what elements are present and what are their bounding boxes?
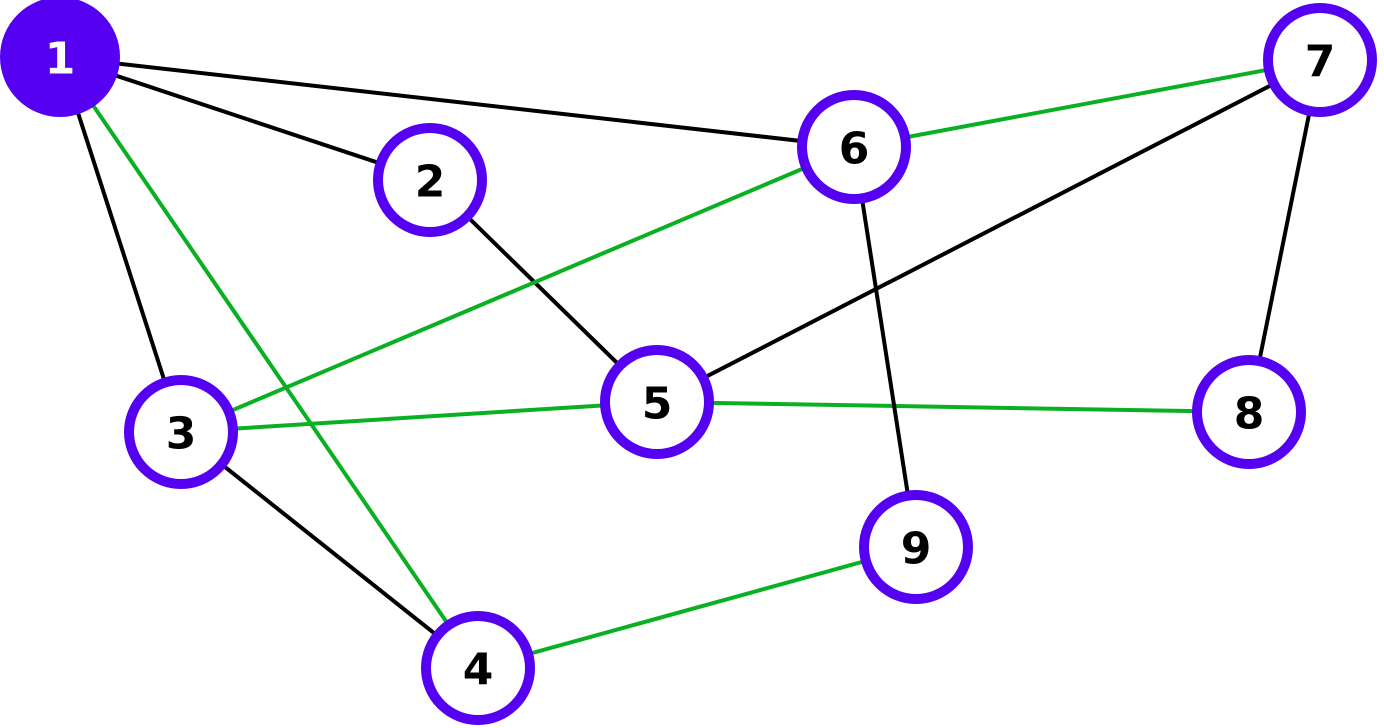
node-circle-3[interactable]: [124, 375, 238, 489]
node-9[interactable]: 9: [859, 490, 973, 604]
edge-6-9[interactable]: [852, 146, 918, 548]
edge-3-6[interactable]: [180, 145, 855, 434]
node-6[interactable]: 6: [797, 90, 911, 204]
edge-3-4[interactable]: [179, 430, 480, 670]
node-circle-5[interactable]: [600, 345, 714, 459]
edges-layer: [58, 55, 1322, 670]
node-circle-2[interactable]: [373, 123, 487, 237]
node-7[interactable]: 7: [1263, 3, 1377, 117]
node-4[interactable]: 4: [421, 611, 535, 725]
edge-3-5[interactable]: [180, 400, 658, 434]
node-circle-1[interactable]: [0, 0, 120, 117]
node-1[interactable]: 1: [0, 0, 120, 117]
edge-4-9[interactable]: [477, 545, 917, 670]
node-2[interactable]: 2: [373, 123, 487, 237]
edge-5-7[interactable]: [656, 58, 1321, 404]
edge-6-7[interactable]: [853, 58, 1321, 149]
node-circle-6[interactable]: [797, 90, 911, 204]
edge-1-4[interactable]: [58, 55, 480, 670]
node-5[interactable]: 5: [600, 345, 714, 459]
node-3[interactable]: 3: [124, 375, 238, 489]
node-circle-8[interactable]: [1192, 355, 1306, 469]
node-circle-9[interactable]: [859, 490, 973, 604]
node-8[interactable]: 8: [1192, 355, 1306, 469]
edge-1-6[interactable]: [59, 55, 855, 149]
node-circle-7[interactable]: [1263, 3, 1377, 117]
edge-7-8[interactable]: [1247, 59, 1322, 413]
edge-1-3[interactable]: [58, 56, 183, 433]
edge-1-2[interactable]: [59, 55, 431, 182]
node-circle-4[interactable]: [421, 611, 535, 725]
edge-5-8[interactable]: [656, 400, 1250, 414]
